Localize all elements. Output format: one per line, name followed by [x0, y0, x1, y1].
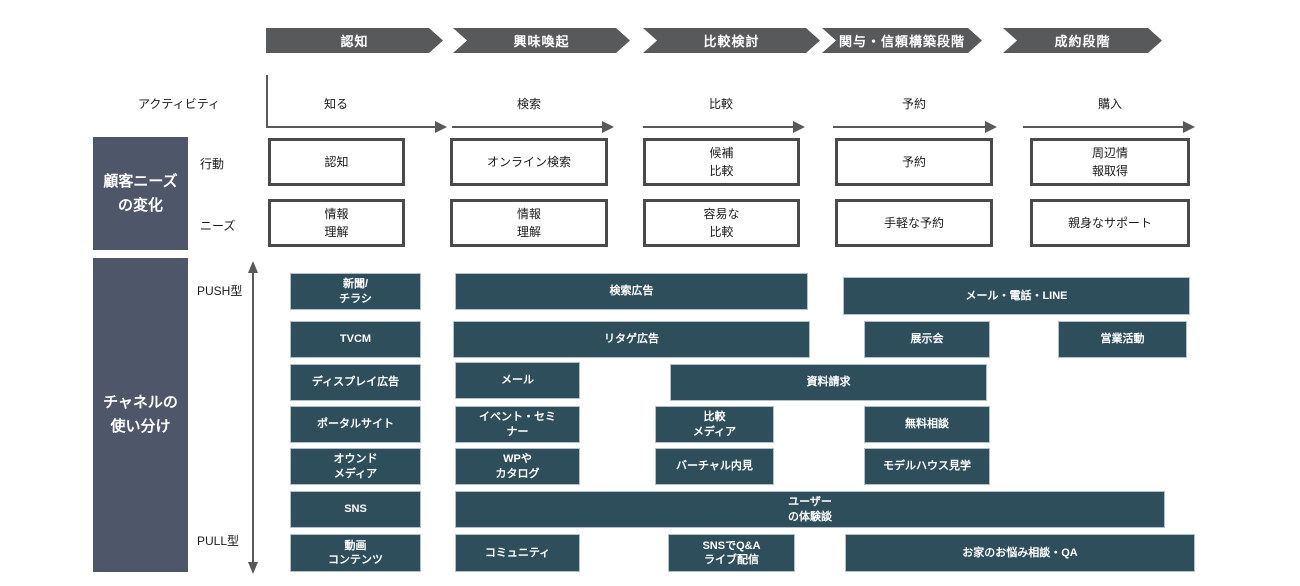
timeline-arrow-5	[1023, 121, 1195, 133]
channel-mail-tel-line: メール・電話・LINE	[843, 277, 1190, 315]
channel-display-ads: ディスプレイ広告	[290, 364, 421, 401]
need-box-4: 手軽な予約	[835, 199, 993, 247]
activity-purchase: 購入	[1097, 97, 1122, 111]
activity-compare: 比較	[708, 97, 733, 111]
action-box-1: 認知	[268, 138, 405, 186]
stage-comparison: 比較検討	[643, 28, 820, 53]
timeline-arrow-2	[452, 121, 614, 133]
channel-retargeting-ads: リタゲ広告	[453, 321, 810, 358]
channel-email: メール	[455, 362, 580, 399]
action-box-5: 周辺情 報取得	[1030, 138, 1190, 186]
channel-sales-activity: 営業活動	[1058, 321, 1187, 358]
push-pull-arrow	[248, 261, 258, 574]
stage-trust-building: 関与・信頼構築段階	[822, 28, 982, 53]
push-label: PUSH型	[197, 284, 243, 298]
channel-event-seminar: イベント・セミ ナー	[455, 406, 580, 443]
channel-wp-catalog: WPや カタログ	[455, 448, 580, 485]
channel-owned-media: オウンド メディア	[290, 448, 421, 485]
channel-sns: SNS	[290, 491, 421, 528]
axis-vertical-line	[266, 75, 268, 128]
action-box-2: オンライン検索	[450, 138, 608, 186]
timeline-arrow-4	[833, 121, 997, 133]
channel-comparison-media: 比較 メディア	[655, 406, 774, 443]
channel-search-ads: 検索広告	[455, 273, 808, 310]
panel-channel-usage: チャネルの 使い分け	[93, 258, 188, 572]
channel-tvcm: TVCM	[290, 321, 421, 358]
activity-search: 検索	[516, 97, 541, 111]
action-box-4: 予約	[835, 138, 993, 186]
channel-video-content: 動画 コンテンツ	[290, 534, 421, 572]
channel-virtual-tour: バーチャル内見	[655, 448, 774, 485]
channel-document-request: 資料請求	[670, 364, 987, 401]
channel-sns-qa-live: SNSでQ&A ライブ配信	[668, 534, 795, 572]
channel-community: コミュニティ	[455, 534, 580, 572]
channel-exhibition: 展示会	[864, 321, 990, 358]
stage-closing: 成約段階	[1003, 28, 1162, 53]
channel-newspaper-flyer: 新聞/ チラシ	[290, 273, 421, 310]
channel-model-house-visit: モデルハウス見学	[864, 448, 990, 485]
activity-know: 知る	[323, 97, 348, 111]
need-box-1: 情報 理解	[268, 199, 405, 247]
need-box-2: 情報 理解	[450, 199, 608, 247]
timeline-arrow-1	[267, 121, 447, 133]
need-row-label: ニーズ	[200, 219, 236, 233]
stage-interest: 興味喚起	[453, 28, 630, 53]
panel-customer-needs: 顧客ニーズ の変化	[93, 137, 188, 250]
activity-reserve: 予約	[901, 97, 926, 111]
need-box-3: 容易な 比較	[643, 199, 800, 247]
channel-portal-site: ポータルサイト	[290, 406, 421, 443]
need-box-5: 親身なサポート	[1030, 199, 1190, 247]
pull-label: PULL型	[197, 534, 240, 548]
timeline-arrow-3	[643, 121, 805, 133]
channel-user-testimonials: ユーザー の体験談	[455, 491, 1165, 528]
channel-home-worry-consultation-qa: お家のお悩み相談・QA	[845, 534, 1195, 572]
activity-row-label: アクティビティ	[138, 97, 220, 111]
action-row-label: 行動	[200, 157, 225, 171]
stage-awareness: 認知	[266, 28, 443, 53]
channel-free-consultation: 無料相談	[864, 406, 990, 443]
action-box-3: 候補 比較	[643, 138, 800, 186]
